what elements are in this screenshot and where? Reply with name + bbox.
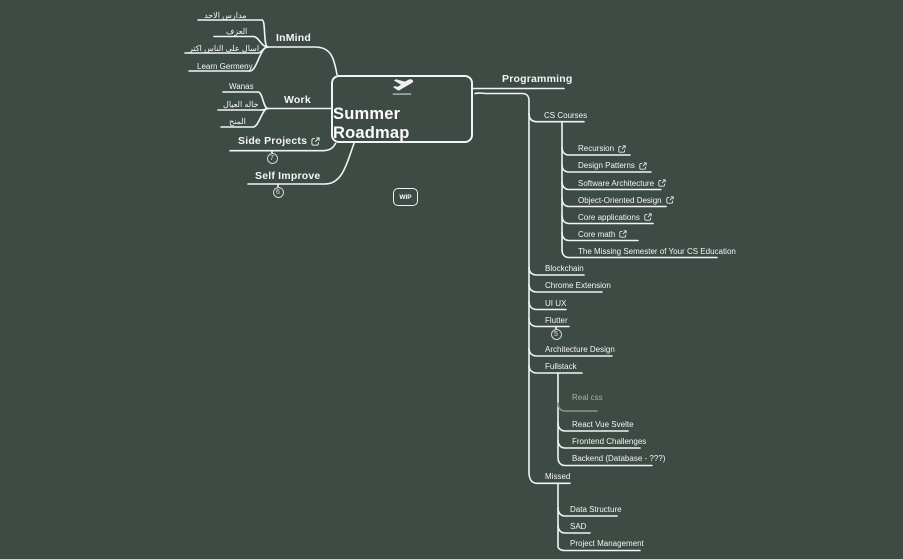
node-self-improve[interactable]: Self Improve xyxy=(255,169,321,182)
node-flutter[interactable]: Flutter xyxy=(545,315,568,325)
node-real-css[interactable]: Real css xyxy=(572,393,603,402)
node-recursion[interactable]: Recursion xyxy=(578,144,626,153)
node-backend-database[interactable]: Backend (Database - ???) xyxy=(572,454,666,463)
external-link-icon[interactable] xyxy=(311,136,320,146)
root-node[interactable]: Summer Roadmap xyxy=(331,75,473,143)
object-oriented-design-label: Object-Oriented Design xyxy=(578,195,662,205)
node-side-projects[interactable]: Side Projects xyxy=(238,135,320,147)
node-work[interactable]: Work xyxy=(284,93,311,106)
node-programming[interactable]: Programming xyxy=(502,73,573,85)
node-grants[interactable]: المنح xyxy=(229,117,246,126)
node-ui-ux[interactable]: UI UX xyxy=(545,298,567,308)
node-inmind[interactable]: InMind xyxy=(276,32,312,44)
node-missing-semester[interactable]: The Missing Semester of Your CS Educatio… xyxy=(578,246,736,256)
external-link-icon[interactable] xyxy=(619,230,627,238)
node-architecture-design[interactable]: Architecture Design xyxy=(545,344,615,354)
side-projects-label: Side Projects xyxy=(238,135,308,147)
node-object-oriented-design[interactable]: Object-Oriented Design xyxy=(578,196,674,205)
collapsed-count-badge[interactable]: 5 xyxy=(550,329,562,340)
node-frontend-challenges[interactable]: Frontend Challenges xyxy=(572,436,647,446)
external-link-icon[interactable] xyxy=(618,144,626,153)
recursion-label: Recursion xyxy=(578,144,615,153)
node-learn-germeny[interactable]: Learn Germeny xyxy=(197,61,253,71)
node-chrome-extension[interactable]: Chrome Extension xyxy=(545,281,611,290)
external-link-icon[interactable] xyxy=(665,196,674,204)
node-fullstack[interactable]: Fullstack xyxy=(545,361,577,371)
node-cs-courses[interactable]: CS Courses xyxy=(544,110,588,120)
node-core-math[interactable]: Core math xyxy=(578,230,627,239)
root-title: Summer Roadmap xyxy=(333,105,410,142)
node-music-playing[interactable]: العزف xyxy=(226,27,248,36)
node-core-applications[interactable]: Core applications xyxy=(578,213,652,222)
node-khala-el3eyal[interactable]: خاله العيال xyxy=(223,100,259,109)
node-ask-people-more[interactable]: اسال على الناس اكتر xyxy=(189,43,260,53)
node-data-structure[interactable]: Data Structure xyxy=(570,504,622,514)
airplane-departure-icon xyxy=(389,75,415,102)
design-patterns-label: Design Patterns xyxy=(578,161,635,170)
node-design-patterns[interactable]: Design Patterns xyxy=(578,161,647,170)
external-link-icon[interactable] xyxy=(658,179,666,187)
wip-label: WIP xyxy=(399,193,412,201)
collapsed-count-badge[interactable]: 7 xyxy=(266,153,278,164)
node-missed[interactable]: Missed xyxy=(545,471,571,481)
node-react-vue-svelte[interactable]: React Vue Svelte xyxy=(572,419,634,429)
collapsed-count-badge[interactable]: 6 xyxy=(272,186,284,198)
node-project-management[interactable]: Project Management xyxy=(570,539,644,548)
core-applications-label: Core applications xyxy=(578,212,640,222)
node-sad[interactable]: SAD xyxy=(570,521,587,531)
external-link-icon[interactable] xyxy=(644,213,652,221)
node-software-architecture[interactable]: Software Architecture xyxy=(578,179,666,188)
node-blockchain[interactable]: Blockchain xyxy=(545,264,584,273)
node-sunday-schools[interactable]: مدارس الاحد xyxy=(204,10,247,20)
node-wanas[interactable]: Wanas xyxy=(229,82,254,91)
software-architecture-label: Software Architecture xyxy=(578,178,655,188)
core-math-label: Core math xyxy=(578,229,616,239)
external-link-icon[interactable] xyxy=(639,161,647,170)
wip-node[interactable]: WIP xyxy=(393,188,418,206)
